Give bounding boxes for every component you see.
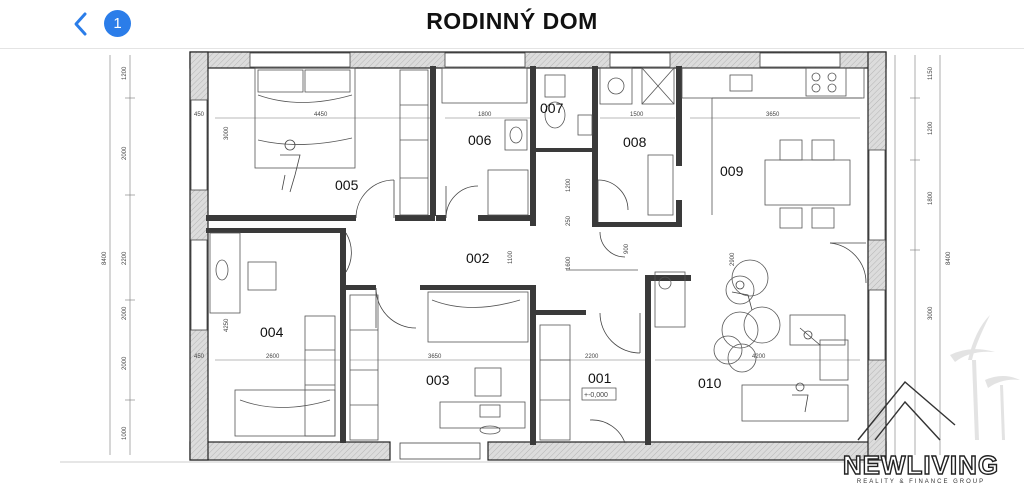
person-figures bbox=[280, 139, 821, 413]
outer-walls bbox=[189, 51, 887, 461]
windows bbox=[190, 52, 886, 460]
page-title: RODINNÝ DOM bbox=[426, 8, 598, 34]
room-label-003: 003 bbox=[426, 372, 450, 388]
dim-right-1: 1150 bbox=[928, 66, 934, 80]
dim-left-1: 1200 bbox=[122, 66, 128, 80]
dim-right-2: 1200 bbox=[928, 121, 934, 135]
dimension-texts: 8400 8400 1200 2000 2200 2000 1000 1150 … bbox=[102, 66, 952, 440]
dim-right-4: 3000 bbox=[928, 306, 934, 320]
dim-3000: 3000 bbox=[224, 126, 230, 140]
room-label-008: 008 bbox=[623, 134, 647, 150]
dim-3650a: 3650 bbox=[766, 112, 780, 118]
dim-left-4: 2000 bbox=[122, 356, 128, 370]
dim-4450: 4450 bbox=[314, 112, 328, 118]
room-label-010: 010 bbox=[698, 375, 722, 391]
brand-name: NEWLIVING bbox=[842, 450, 1000, 480]
top-bar: 1 RODINNÝ DOM bbox=[0, 0, 1024, 49]
level-mark-box bbox=[581, 387, 617, 401]
interior-walls bbox=[206, 66, 691, 445]
dim-4200: 4200 bbox=[752, 354, 766, 360]
dim-left-total: 8400 bbox=[102, 251, 108, 265]
room-label-002: 002 bbox=[466, 250, 490, 266]
dim-left-3: 2200 bbox=[122, 251, 128, 265]
room-label-005: 005 bbox=[335, 177, 359, 193]
dim-2000b: 2000 bbox=[122, 306, 128, 320]
room-labels: 005 006 007 008 009 002 004 003 001 010 bbox=[260, 100, 744, 391]
room-label-001: 001 bbox=[588, 370, 612, 386]
dim-left-5: 1000 bbox=[122, 426, 128, 440]
dim-900: 900 bbox=[624, 243, 630, 254]
dimension-lines bbox=[60, 55, 941, 463]
dim-2900: 2900 bbox=[730, 252, 736, 266]
floor-plan: 005 006 007 008 009 002 004 003 001 010 … bbox=[60, 51, 1020, 463]
dim-250: 250 bbox=[566, 215, 572, 226]
chevron-left-icon[interactable] bbox=[70, 10, 92, 38]
dim-right-total: 8400 bbox=[946, 251, 952, 265]
dim-1600: 1600 bbox=[566, 256, 572, 270]
level-mark: +-0,000 bbox=[584, 392, 608, 399]
room-label-007: 007 bbox=[540, 100, 564, 116]
dim-left-2: 2000 bbox=[122, 146, 128, 160]
room-label-009: 009 bbox=[720, 163, 744, 179]
dim-2200: 2200 bbox=[585, 354, 599, 360]
newliving-logo-mark bbox=[857, 380, 956, 441]
dim-1200: 1200 bbox=[566, 178, 572, 192]
dim-1800: 1800 bbox=[478, 112, 492, 118]
brand-tagline: REALITY & FINANCE GROUP bbox=[856, 479, 986, 485]
palm-watermark bbox=[950, 315, 1020, 440]
room-label-004: 004 bbox=[260, 324, 284, 340]
room-label-006: 006 bbox=[468, 132, 492, 148]
photo-count-badge: 1 bbox=[104, 10, 131, 37]
dim-right-3: 1800 bbox=[928, 191, 934, 205]
furniture bbox=[209, 67, 865, 441]
dim-1100: 1100 bbox=[508, 250, 514, 264]
dim-450b: 450 bbox=[194, 354, 205, 360]
dim-4250: 4250 bbox=[224, 318, 230, 332]
dim-1500: 1500 bbox=[630, 112, 644, 118]
dim-450a: 450 bbox=[194, 112, 205, 118]
brand-logo: NEWLIVING REALITY & FINANCE GROUP bbox=[836, 450, 1006, 486]
doors bbox=[345, 179, 867, 444]
dim-2600: 2600 bbox=[266, 354, 280, 360]
dim-3650b: 3650 bbox=[428, 354, 442, 360]
